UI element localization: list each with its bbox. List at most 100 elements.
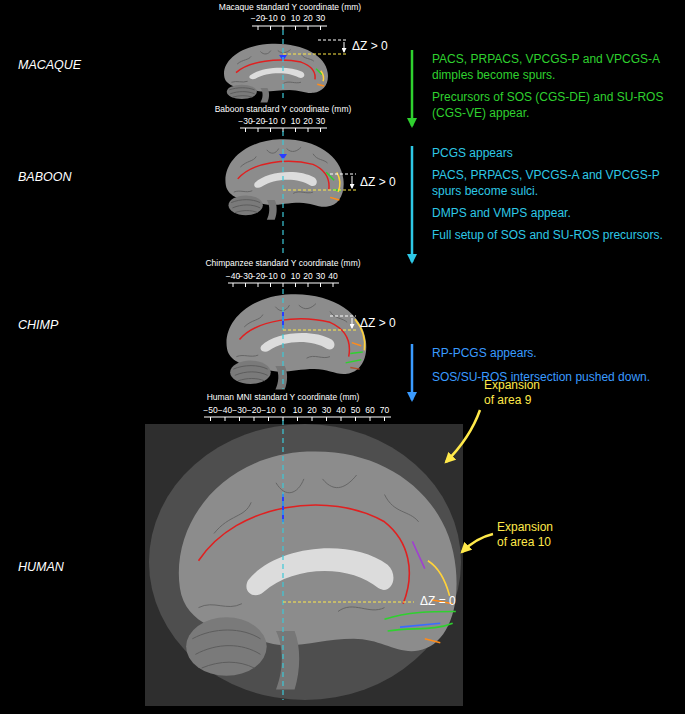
- tick-label: −10: [263, 13, 277, 23]
- expansion-label: Expansion of area 9: [484, 378, 550, 408]
- transition-arrow: [411, 146, 414, 262]
- macaque-axis: [252, 26, 327, 30]
- delta-z-label: ΔZ > 0: [352, 39, 388, 53]
- tick-label: 40: [328, 271, 337, 281]
- annotation-text: DMPS and VMPS appear.: [432, 206, 677, 222]
- tick-label: 20: [303, 271, 312, 281]
- annotation-text: PACS, PRPACS, VPCGS-A and VPCGS-P spurs …: [432, 168, 677, 199]
- bracket: [344, 42, 345, 52]
- tick-label: 60: [365, 405, 374, 415]
- tick-label: 10: [293, 405, 302, 415]
- sulci: [238, 161, 341, 200]
- tick-label: −20: [251, 271, 265, 281]
- macaque-brain: [224, 44, 328, 103]
- tick-label: 0: [281, 116, 286, 126]
- human-axis: [204, 417, 391, 421]
- tick-label: 20: [303, 13, 312, 23]
- tick-label: −30: [232, 405, 246, 415]
- reference-line: [282, 30, 283, 700]
- tick-label: 30: [322, 405, 331, 415]
- tick-label: −10: [263, 271, 277, 281]
- delta-z-label: ΔZ = 0: [420, 594, 456, 608]
- tick-label: 10: [291, 13, 300, 23]
- dashed-line: [330, 174, 356, 175]
- annotation-text: Full setup of SOS and SU-ROS precursors.: [432, 228, 677, 244]
- tick-label: −40: [226, 271, 240, 281]
- sulcus: [352, 343, 361, 346]
- tick-label: 40: [336, 405, 345, 415]
- tick-label: 70: [380, 405, 389, 415]
- sulcus: [317, 84, 324, 86]
- tick-label: 0: [281, 405, 286, 415]
- sulci: [199, 505, 456, 643]
- tick-label: −10: [263, 116, 277, 126]
- annotation-text: PACS, PRPACS, VPCGS-P and VPCGS-A dimple…: [432, 52, 677, 83]
- mri-frame: [145, 424, 463, 706]
- transition-arrow: [411, 344, 414, 400]
- species-name: HUMAN: [18, 560, 64, 574]
- brain: [179, 451, 457, 689]
- tick-label: −30: [238, 271, 252, 281]
- sulcus: [385, 612, 456, 632]
- bracket: [352, 176, 353, 188]
- sulcus: [350, 368, 359, 370]
- delta-z-label: ΔZ > 0: [360, 316, 396, 330]
- axis-title: Chimpanzee standard Y coordinate (mm): [205, 258, 360, 268]
- tick-label: 50: [351, 405, 360, 415]
- dashed-line: [283, 54, 348, 55]
- annotation-text: SOS/SU-ROS intersection pushed down.: [432, 370, 677, 386]
- axis-title: Macaque standard Y coordinate (mm): [219, 2, 361, 12]
- tick-label: 0: [281, 13, 286, 23]
- tick-label: 0: [281, 271, 286, 281]
- annotation-text: PCGS appears: [432, 146, 677, 162]
- species-name: CHIMP: [18, 318, 58, 332]
- expansion-arrow: [462, 534, 493, 552]
- tick-label: 10: [291, 116, 300, 126]
- human-brain: [179, 451, 457, 689]
- sulcus: [428, 561, 450, 596]
- delta-z-label: ΔZ > 0: [360, 175, 396, 189]
- tick-label: −20: [251, 116, 265, 126]
- annotation-text: Precursors of SOS (CGS-DE) and SU-ROS (C…: [432, 90, 677, 121]
- tick-label: 30: [316, 271, 325, 281]
- expansion-arrow: [446, 410, 480, 462]
- sulcus: [400, 623, 440, 627]
- cingulate-sulcus: [236, 60, 315, 79]
- baboon-brain: [225, 139, 343, 220]
- sulcus: [321, 71, 324, 82]
- tick-label: 30: [316, 116, 325, 126]
- axis-title: Human MNI standard Y coordinate (mm): [207, 392, 360, 402]
- dashed-line: [283, 330, 356, 331]
- annotation-text: RP-PCGS appears.: [432, 346, 677, 362]
- dashed-line: [318, 40, 348, 41]
- sulcus: [412, 541, 424, 568]
- brain: [225, 139, 343, 220]
- sulci: [240, 319, 365, 369]
- tick-label: 20: [307, 405, 316, 415]
- tick-label: −20: [247, 405, 261, 415]
- dashed-line: [283, 190, 356, 191]
- chimp-brain: [226, 294, 366, 389]
- sulcus: [330, 197, 339, 200]
- axes: [204, 26, 391, 421]
- species-name: MACAQUE: [18, 58, 81, 72]
- tick-label: −40: [218, 405, 232, 415]
- head-outline: [149, 424, 461, 700]
- tick-label: −20: [251, 13, 265, 23]
- brain: [224, 44, 328, 103]
- tick-label: −30: [238, 116, 252, 126]
- chimp-axis: [228, 283, 339, 287]
- cingulate-sulcus: [240, 319, 350, 357]
- delta-z-markers: [283, 40, 414, 602]
- tick-label: −10: [261, 405, 275, 415]
- cingulate-sulcus: [199, 505, 410, 604]
- tick-label: 10: [291, 271, 300, 281]
- central-sulcus: [282, 494, 284, 522]
- tick-label: 20: [303, 116, 312, 126]
- sulci: [236, 60, 324, 86]
- species-name: BABOON: [18, 170, 72, 184]
- sulcus: [337, 172, 340, 192]
- dashed-line: [330, 316, 356, 317]
- dashed-line: [283, 602, 414, 603]
